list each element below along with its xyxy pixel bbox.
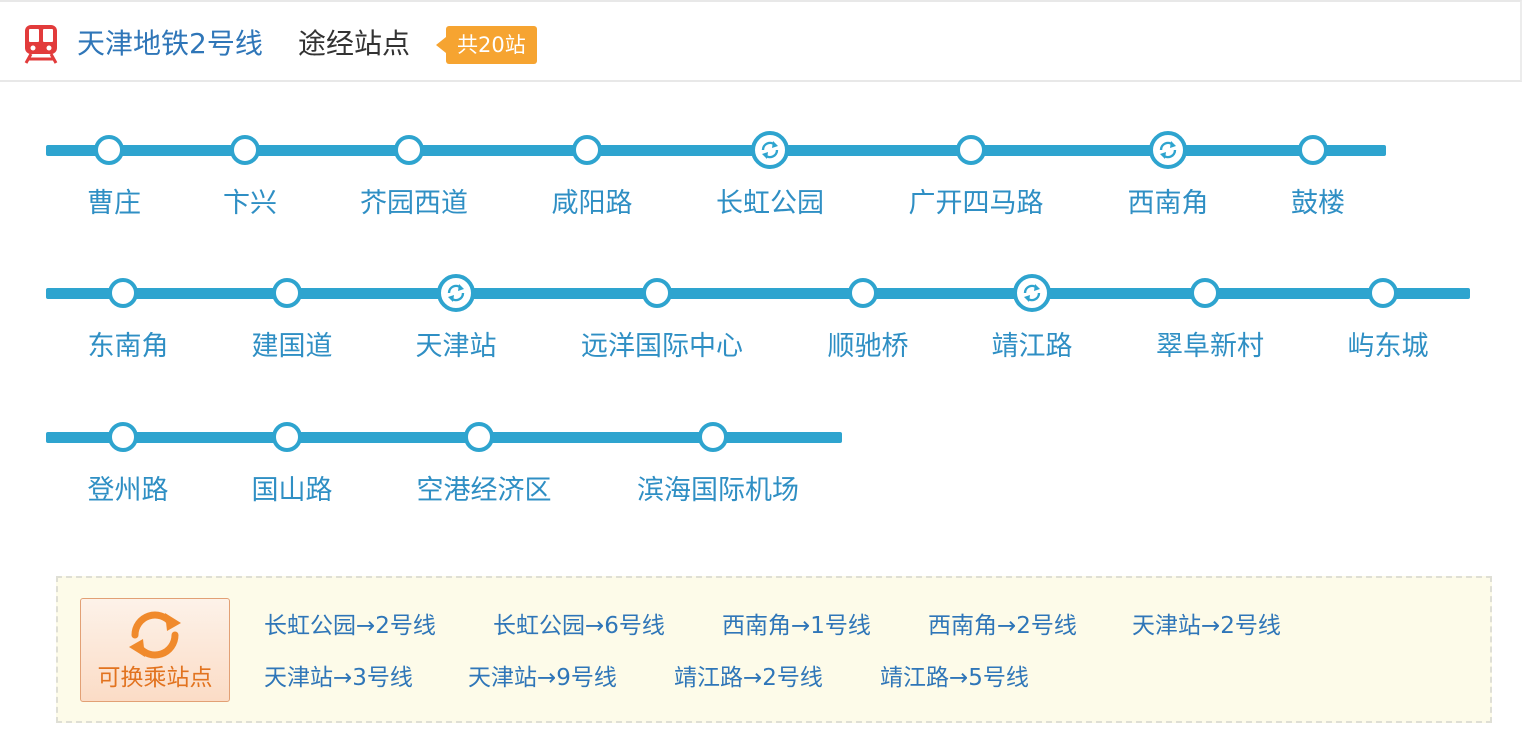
station-dot[interactable]	[272, 278, 302, 308]
transfer-link[interactable]: 天津站→9号线	[468, 665, 617, 691]
station-dot[interactable]	[394, 135, 424, 165]
station-name[interactable]: 天津站	[415, 331, 497, 362]
line-segment	[46, 145, 1386, 156]
station-name[interactable]: 卞兴	[223, 188, 277, 219]
station-name[interactable]: 滨海国际机场	[637, 475, 799, 506]
station-dot[interactable]	[108, 422, 138, 452]
station-dot[interactable]	[956, 135, 986, 165]
station-name[interactable]: 长虹公园	[716, 188, 824, 219]
line-name[interactable]: 天津地铁2号线	[77, 27, 263, 60]
station-name[interactable]: 国山路	[251, 475, 333, 506]
station-dot[interactable]	[572, 135, 602, 165]
station-name[interactable]: 远洋国际中心	[581, 331, 743, 362]
transfer-station-icon[interactable]	[1013, 274, 1051, 312]
transfer-link[interactable]: 靖江路→5号线	[880, 665, 1029, 691]
station-dot[interactable]	[1190, 278, 1220, 308]
station-name[interactable]: 空港经济区	[416, 475, 552, 506]
station-dot[interactable]	[848, 278, 878, 308]
station-dot[interactable]	[1368, 278, 1398, 308]
station-name[interactable]: 西南角	[1127, 188, 1209, 219]
route-label: 途经站点	[298, 27, 411, 60]
station-name[interactable]: 东南角	[87, 331, 169, 362]
station-dot[interactable]	[464, 422, 494, 452]
station-name[interactable]: 翠阜新村	[1156, 331, 1264, 362]
station-name[interactable]: 建国道	[251, 331, 333, 362]
station-count-badge: 共20站	[436, 26, 537, 64]
line-header: 天津地铁2号线 途经站点 共20站	[0, 0, 1522, 82]
station-dot[interactable]	[94, 135, 124, 165]
station-name[interactable]: 登州路	[87, 475, 169, 506]
transfer-stations-label: 可换乘站点	[97, 665, 213, 691]
line-segment	[46, 432, 842, 443]
station-dot[interactable]	[642, 278, 672, 308]
transfer-link[interactable]: 天津站→2号线	[1132, 613, 1281, 639]
station-dot[interactable]	[698, 422, 728, 452]
station-dot[interactable]	[108, 278, 138, 308]
station-dot[interactable]	[1298, 135, 1328, 165]
transfer-link[interactable]: 西南角→2号线	[928, 613, 1077, 639]
transfer-link[interactable]: 长虹公园→6号线	[493, 613, 665, 639]
transfer-station-icon[interactable]	[751, 131, 789, 169]
transfer-link[interactable]: 长虹公园→2号线	[264, 613, 436, 639]
transfer-link[interactable]: 西南角→1号线	[722, 613, 871, 639]
transfer-stations-button[interactable]: 可换乘站点	[80, 598, 230, 702]
transfer-station-icon[interactable]	[1149, 131, 1187, 169]
line-segment	[46, 288, 1470, 299]
transfer-link[interactable]: 天津站→3号线	[264, 665, 413, 691]
station-name[interactable]: 咸阳路	[551, 188, 633, 219]
station-name[interactable]: 顺驰桥	[827, 331, 909, 362]
station-dot[interactable]	[272, 422, 302, 452]
station-name[interactable]: 靖江路	[991, 331, 1073, 362]
transfer-arrows-icon	[129, 611, 181, 659]
station-name[interactable]: 曹庄	[87, 188, 141, 219]
station-dot[interactable]	[230, 135, 260, 165]
transfer-link[interactable]: 靖江路→2号线	[674, 665, 823, 691]
station-name[interactable]: 芥园西道	[360, 188, 468, 219]
transfer-panel: 可换乘站点 长虹公园→2号线长虹公园→6号线西南角→1号线西南角→2号线天津站→…	[56, 576, 1492, 723]
transfer-station-icon[interactable]	[437, 274, 475, 312]
station-name[interactable]: 屿东城	[1347, 331, 1429, 362]
station-name[interactable]: 鼓楼	[1291, 188, 1345, 219]
station-name[interactable]: 广开四马路	[908, 188, 1044, 219]
metro-train-icon	[24, 25, 58, 64]
